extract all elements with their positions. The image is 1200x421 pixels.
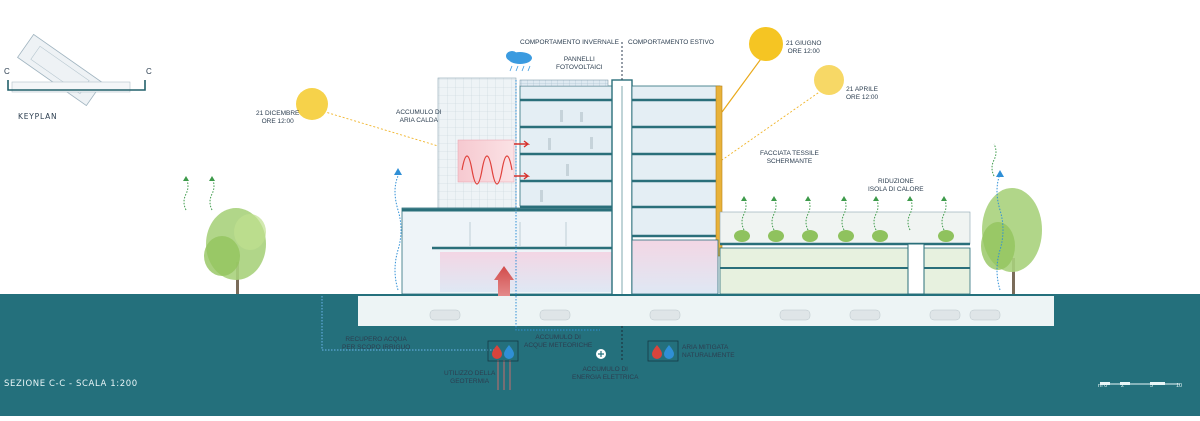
label-summer: COMPORTAMENTO ESTIVO xyxy=(628,39,714,46)
irrigation-pipe xyxy=(321,296,500,351)
building-left xyxy=(401,77,633,327)
label-heat-island: RIDUZIONE ISOLA DI CALORE xyxy=(868,178,924,193)
rainwater-pipe xyxy=(515,80,600,331)
airflow-arrows xyxy=(183,143,997,231)
scale-0: m 0 xyxy=(1098,383,1108,389)
sun-june xyxy=(721,27,783,113)
keyplan-label: KEYPLAN xyxy=(18,112,58,121)
label-energy-storage: ACCUMULO DI ENERGIA ELETTRICA xyxy=(572,366,639,381)
label-geothermal: UTILIZZO DELLA GEOTERMIA xyxy=(444,370,496,385)
sun-icon xyxy=(814,65,844,95)
sun-icon xyxy=(749,27,783,61)
label-rain-recovery: RECUPERO ACQUA PER SCOPO IRRIGUO xyxy=(342,336,411,351)
geothermal-arrow xyxy=(494,266,514,296)
pv-panels xyxy=(519,79,609,87)
label-dec21: 21 DICEMBRE ORE 12:00 xyxy=(256,110,300,125)
label-panels: PANNELLI FOTOVOLTAICI xyxy=(556,56,603,71)
warm-air-arrows xyxy=(514,140,531,180)
scale-2: 2 xyxy=(1121,383,1125,389)
keyplan-building xyxy=(17,33,103,107)
occupants xyxy=(540,110,593,202)
section-cut-line xyxy=(7,80,146,91)
textile-facade xyxy=(715,85,723,257)
parked-cars xyxy=(429,309,1001,321)
sun-ray-june xyxy=(721,51,767,113)
scale-10: 10 xyxy=(1176,383,1183,389)
section-title: SEZIONE C-C - SCALA 1:200 xyxy=(4,379,138,389)
tree-left xyxy=(204,208,266,294)
sun-ray-april xyxy=(721,85,829,161)
sun-ray-december xyxy=(311,107,459,153)
scale-bar xyxy=(1100,382,1180,385)
rain-cloud-icon xyxy=(506,51,532,72)
scale-5: 5 xyxy=(1150,383,1154,389)
label-apr21: 21 APRILE ORE 12:00 xyxy=(846,86,879,101)
keyplan-cut-left: C xyxy=(4,67,10,76)
floor-slabs-right xyxy=(632,98,720,238)
sun-april xyxy=(721,65,844,161)
label-winter: COMPORTAMENTO INVERNALE xyxy=(520,39,619,46)
label-warm-air: ACCUMULO DI ARIA CALDA xyxy=(396,109,442,124)
label-mitigated-air: ARIA MITIGATA NATURALMENTE xyxy=(682,344,735,359)
roof-shrubs xyxy=(734,230,954,242)
label-jun21: 21 GIUGNO ORE 12:00 xyxy=(786,40,822,55)
water-drop-icon-right xyxy=(647,340,679,362)
sun-icon xyxy=(296,88,328,120)
water-drop-icon-left xyxy=(487,340,519,362)
airflow-arrow-icon xyxy=(183,176,947,201)
floor-slabs-left xyxy=(520,98,612,209)
airflow-blue-arrows xyxy=(394,168,1004,177)
label-rain-storage: ACCUMULO DI ACQUE METEORICHE xyxy=(524,334,593,349)
warm-air-wave xyxy=(461,155,513,185)
energy-icon xyxy=(596,349,606,359)
keyplan-cut-right: C xyxy=(146,67,152,76)
label-textile: FACCIATA TESSILE SCHERMANTE xyxy=(760,150,819,165)
warm-air-zone xyxy=(457,139,515,183)
building-right xyxy=(631,85,971,295)
sun-december xyxy=(296,88,459,153)
geothermal xyxy=(494,266,514,390)
tree-right xyxy=(981,188,1042,294)
keyplan xyxy=(7,33,146,107)
